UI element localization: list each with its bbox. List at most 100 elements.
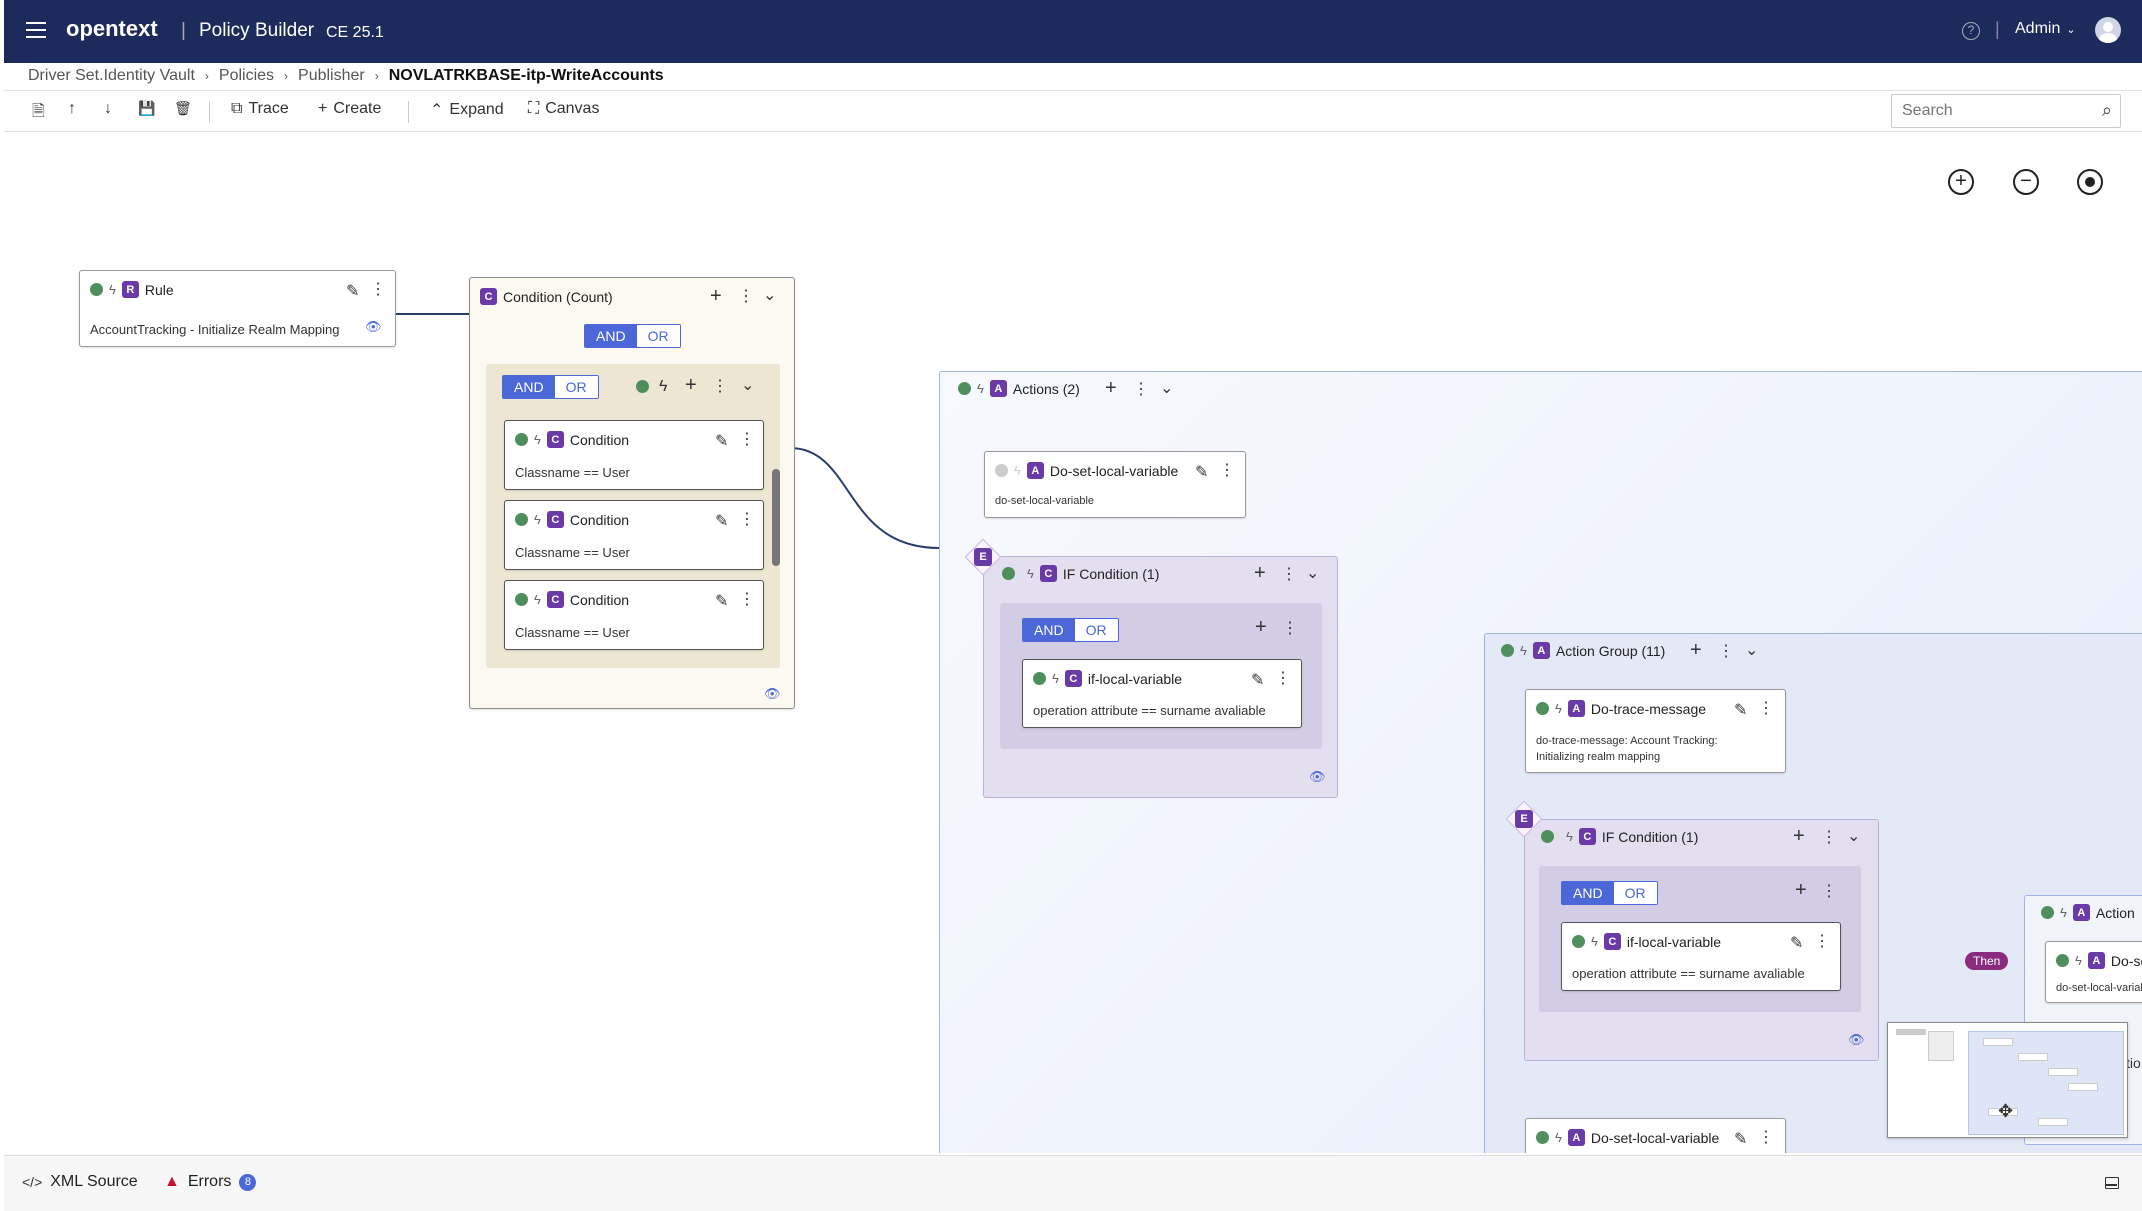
more-icon[interactable]: ⋮	[1758, 1129, 1774, 1146]
more-icon[interactable]: ⋮	[1133, 381, 1149, 398]
minimap-viewport[interactable]	[1968, 1031, 2124, 1135]
user-avatar-icon[interactable]	[2095, 17, 2121, 43]
or-option[interactable]: OR	[636, 325, 680, 347]
visibility-icon[interactable]: 👁	[1848, 1032, 1865, 1047]
edit-icon[interactable]: ✎	[715, 593, 729, 610]
collapse-chevron-icon[interactable]: ⌄	[1847, 828, 1861, 845]
visibility-icon[interactable]: 👁	[1309, 769, 1326, 784]
collapse-chevron-icon[interactable]: ⌄	[1745, 642, 1759, 659]
trace-toggle-icon[interactable]: ϟ	[1566, 829, 1573, 844]
add-icon[interactable]: +	[1255, 616, 1267, 638]
more-icon[interactable]: ⋮	[1219, 462, 1235, 479]
more-icon[interactable]: ⋮	[1282, 620, 1298, 637]
trace-toggle-icon[interactable]: ϟ	[1591, 934, 1598, 949]
visibility-icon[interactable]: 👁	[365, 319, 382, 334]
move-up-icon[interactable]: ↑	[68, 100, 76, 117]
more-icon[interactable]: ⋮	[370, 281, 386, 298]
trace-toggle-icon[interactable]: ϟ	[659, 378, 668, 395]
if-local-variable-node[interactable]: ϟ C if-local-variable ✎ ⋮ operation attr…	[1561, 922, 1841, 991]
trace-toggle-icon[interactable]: ϟ	[109, 282, 116, 297]
and-option[interactable]: AND	[503, 376, 555, 398]
more-icon[interactable]: ⋮	[739, 591, 755, 608]
create-button[interactable]: +Create	[318, 100, 381, 118]
collapse-chevron-icon[interactable]: ⌄	[1306, 565, 1320, 582]
more-icon[interactable]: ⋮	[738, 288, 754, 305]
trace-button[interactable]: ⧉Trace	[231, 100, 289, 118]
if-local-variable-node[interactable]: ϟ C if-local-variable ✎ ⋮ operation attr…	[1022, 659, 1302, 728]
more-icon[interactable]: ⋮	[1275, 670, 1291, 687]
set-local-variable-node[interactable]: ϟ A Do-set-local-variable ✎ ⋮	[1525, 1118, 1786, 1153]
trace-toggle-icon[interactable]: ϟ	[2075, 953, 2082, 968]
add-icon[interactable]: +	[1254, 562, 1266, 584]
xml-source-button[interactable]: </> XML Source	[22, 1173, 138, 1191]
breadcrumb-item[interactable]: Driver Set.Identity Vault	[28, 67, 195, 84]
breadcrumb-item[interactable]: Publisher	[298, 67, 365, 84]
trace-toggle-icon[interactable]: ϟ	[534, 592, 541, 607]
and-or-toggle[interactable]: AND OR	[1022, 618, 1119, 642]
new-file-icon[interactable]: 🗎	[32, 103, 45, 120]
add-icon[interactable]: +	[1105, 377, 1117, 399]
edit-icon[interactable]: ✎	[1790, 935, 1804, 952]
errors-button[interactable]: ▲ Errors 8	[164, 1173, 257, 1191]
help-icon[interactable]: ?	[1962, 22, 1980, 40]
trace-message-node[interactable]: ϟ A Do-trace-message ✎ ⋮ do-trace-messag…	[1525, 689, 1786, 773]
search-input[interactable]	[1902, 102, 2082, 120]
condition-card[interactable]: ϟ C Condition ✎ ⋮ Classname == User	[504, 500, 764, 570]
add-icon[interactable]: +	[710, 285, 722, 307]
or-option[interactable]: OR	[1074, 619, 1118, 641]
add-icon[interactable]: +	[685, 374, 697, 396]
more-icon[interactable]: ⋮	[1821, 883, 1837, 900]
trace-toggle-icon[interactable]: ϟ	[1555, 701, 1562, 716]
set-local-variable-node[interactable]: ϟ A Do-set-local-variable ✎ ⋮ do-set-loc…	[984, 451, 1246, 518]
right-do-node[interactable]: ϟ A Do-se do-set-local-variab	[2045, 941, 2142, 1003]
panel-toggle-icon[interactable]	[2105, 1177, 2119, 1189]
trace-toggle-icon[interactable]: ϟ	[1555, 1130, 1562, 1145]
user-menu[interactable]: Admin ⌄	[2015, 20, 2076, 38]
zoom-in-icon[interactable]: +	[1948, 169, 1974, 195]
collapse-chevron-icon[interactable]: ⌄	[741, 377, 755, 394]
collapse-chevron-icon[interactable]: ⌄	[1160, 380, 1174, 397]
if-condition-panel[interactable]: ϟ C IF Condition (1) + ⋮ ⌄ AND OR + ⋮ ϟ …	[1524, 819, 1879, 1061]
recenter-icon[interactable]	[2077, 169, 2103, 195]
add-icon[interactable]: +	[1690, 639, 1702, 661]
and-or-toggle[interactable]: AND OR	[1561, 881, 1658, 905]
more-icon[interactable]: ⋮	[739, 431, 755, 448]
move-down-icon[interactable]: ↓	[104, 100, 112, 117]
delete-icon[interactable]: 🗑	[174, 100, 192, 116]
more-icon[interactable]: ⋮	[1758, 700, 1774, 717]
trace-toggle-icon[interactable]: ϟ	[977, 381, 984, 396]
and-option[interactable]: AND	[585, 325, 637, 347]
and-or-toggle[interactable]: AND OR	[502, 375, 599, 399]
edit-icon[interactable]: ✎	[715, 433, 729, 450]
and-option[interactable]: AND	[1023, 619, 1075, 641]
more-icon[interactable]: ⋮	[712, 378, 728, 395]
more-icon[interactable]: ⋮	[1821, 829, 1837, 846]
edit-icon[interactable]: ✎	[1195, 464, 1209, 481]
save-icon[interactable]: 💾	[138, 100, 156, 116]
or-option[interactable]: OR	[1613, 882, 1657, 904]
menu-icon[interactable]	[26, 22, 46, 38]
and-or-toggle[interactable]: AND OR	[584, 324, 681, 348]
more-icon[interactable]: ⋮	[739, 511, 755, 528]
zoom-out-icon[interactable]: −	[2013, 169, 2039, 195]
trace-toggle-icon[interactable]: ϟ	[1014, 463, 1021, 478]
trace-toggle-icon[interactable]: ϟ	[1520, 643, 1527, 658]
trace-toggle-icon[interactable]: ϟ	[1052, 671, 1059, 686]
more-icon[interactable]: ⋮	[1281, 566, 1297, 583]
more-icon[interactable]: ⋮	[1718, 643, 1734, 660]
edit-icon[interactable]: ✎	[346, 283, 360, 300]
if-condition-panel[interactable]: ϟ C IF Condition (1) + ⋮ ⌄ AND OR + ⋮ ϟ …	[983, 556, 1338, 798]
canvas-button[interactable]: ⛶Canvas	[528, 100, 599, 118]
rule-node[interactable]: ϟ R Rule ✎ ⋮ AccountTracking - Initializ…	[79, 270, 396, 347]
condition-card[interactable]: ϟ C Condition ✎ ⋮ Classname == User	[504, 580, 764, 650]
policy-canvas[interactable]: + − ϟ R Rule ✎ ⋮ AccountTracking - Initi…	[4, 133, 2142, 1153]
and-option[interactable]: AND	[1562, 882, 1614, 904]
minimap[interactable]: ✥	[1887, 1022, 2128, 1138]
condition-count-node[interactable]: C Condition (Count) + ⋮ ⌄ AND OR AND OR …	[469, 277, 795, 709]
add-icon[interactable]: +	[1795, 879, 1807, 901]
edit-icon[interactable]: ✎	[1734, 1131, 1748, 1148]
scrollbar[interactable]	[772, 469, 780, 566]
breadcrumb-item[interactable]: Policies	[218, 67, 275, 84]
trace-toggle-icon[interactable]: ϟ	[534, 432, 541, 447]
search-icon[interactable]: ⌕	[2101, 100, 2112, 120]
